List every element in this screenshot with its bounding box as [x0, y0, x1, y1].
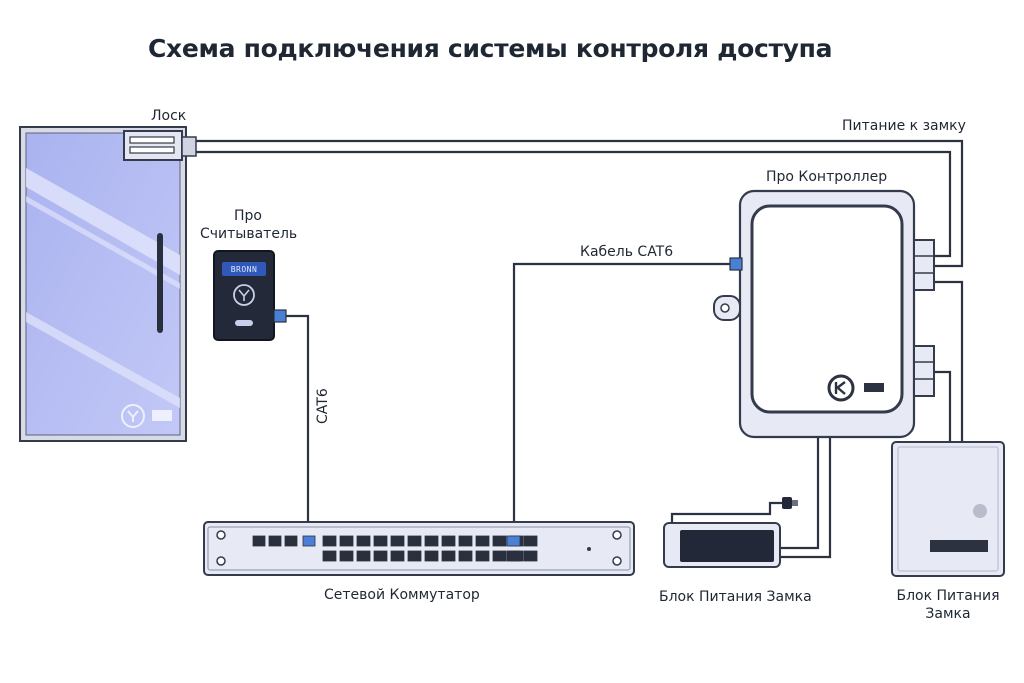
controller-label: Про Контроллер — [766, 169, 888, 185]
switch-port — [506, 550, 521, 562]
switch-port — [373, 550, 388, 562]
controller-to-adapter-wire-2 — [780, 438, 832, 559]
reader-cat6-wire — [284, 314, 310, 536]
wires — [196, 139, 964, 559]
switch-port — [441, 535, 456, 547]
adapter-cord — [670, 501, 782, 526]
switch-port — [390, 550, 405, 562]
reader-label: Про Считыватель — [200, 207, 298, 243]
cat6-vertical-label: CAT6 — [315, 388, 331, 424]
switch-port — [322, 550, 337, 562]
switch-port — [322, 535, 337, 547]
switch-port — [424, 550, 439, 562]
switch-port-reader — [302, 535, 316, 547]
power-adapter-icon — [663, 497, 798, 568]
switch-port-controller — [506, 535, 521, 547]
switch-port — [475, 535, 490, 547]
switch-port — [356, 550, 371, 562]
switch-cat6-wire — [512, 262, 732, 536]
switch-port-group — [252, 535, 538, 562]
page-title: Схема подключения системы контроля досту… — [148, 34, 833, 63]
switch-label: Сетевой Коммутатор — [324, 587, 480, 603]
lock-power-wire-1 — [196, 139, 964, 268]
switch-port — [407, 550, 422, 562]
switch-port — [492, 550, 507, 562]
glass-door-icon — [19, 126, 187, 442]
switch-port — [252, 535, 266, 547]
switch-port — [458, 550, 473, 562]
switch-port — [339, 550, 354, 562]
network-switch-icon — [203, 521, 635, 576]
switch-port — [339, 535, 354, 547]
switch-port — [523, 550, 538, 562]
switch-port — [523, 535, 538, 547]
switch-port — [407, 535, 422, 547]
switch-port — [475, 550, 490, 562]
switch-port — [492, 535, 507, 547]
reader-screen-text: BRONN — [230, 265, 258, 274]
psu-right-label: Блок Питания Замка — [880, 587, 1016, 623]
card-reader-icon — [213, 250, 287, 341]
controller-to-adapter-wire-1 — [780, 438, 820, 550]
switch-port — [373, 535, 388, 547]
psu-right-label-line2: Замка — [925, 606, 971, 622]
psu-right-label-line1: Блок Питания — [896, 588, 1000, 604]
switch-port — [268, 535, 282, 547]
switch-port — [441, 550, 456, 562]
cat6-cable-label: Кабель CAT6 — [580, 244, 674, 260]
controller-box-icon — [713, 189, 935, 439]
lock-label: Лоск — [151, 108, 187, 124]
switch-port — [356, 535, 371, 547]
switch-port — [390, 535, 405, 547]
switch-port — [424, 535, 439, 547]
switch-port — [458, 535, 473, 547]
psu-left-label: Блок Питания Замка — [659, 589, 812, 605]
reader-label-line2: Считыватель — [200, 226, 298, 242]
magnetic-lock-icon — [123, 130, 197, 161]
power-supply-box-icon — [891, 441, 1005, 577]
switch-port — [284, 535, 298, 547]
controller-to-psu-wire-1 — [922, 280, 964, 442]
lock-power-label: Питание к замку — [842, 118, 966, 134]
lock-power-wire-2 — [196, 150, 952, 258]
reader-label-line1: Про — [234, 208, 262, 224]
